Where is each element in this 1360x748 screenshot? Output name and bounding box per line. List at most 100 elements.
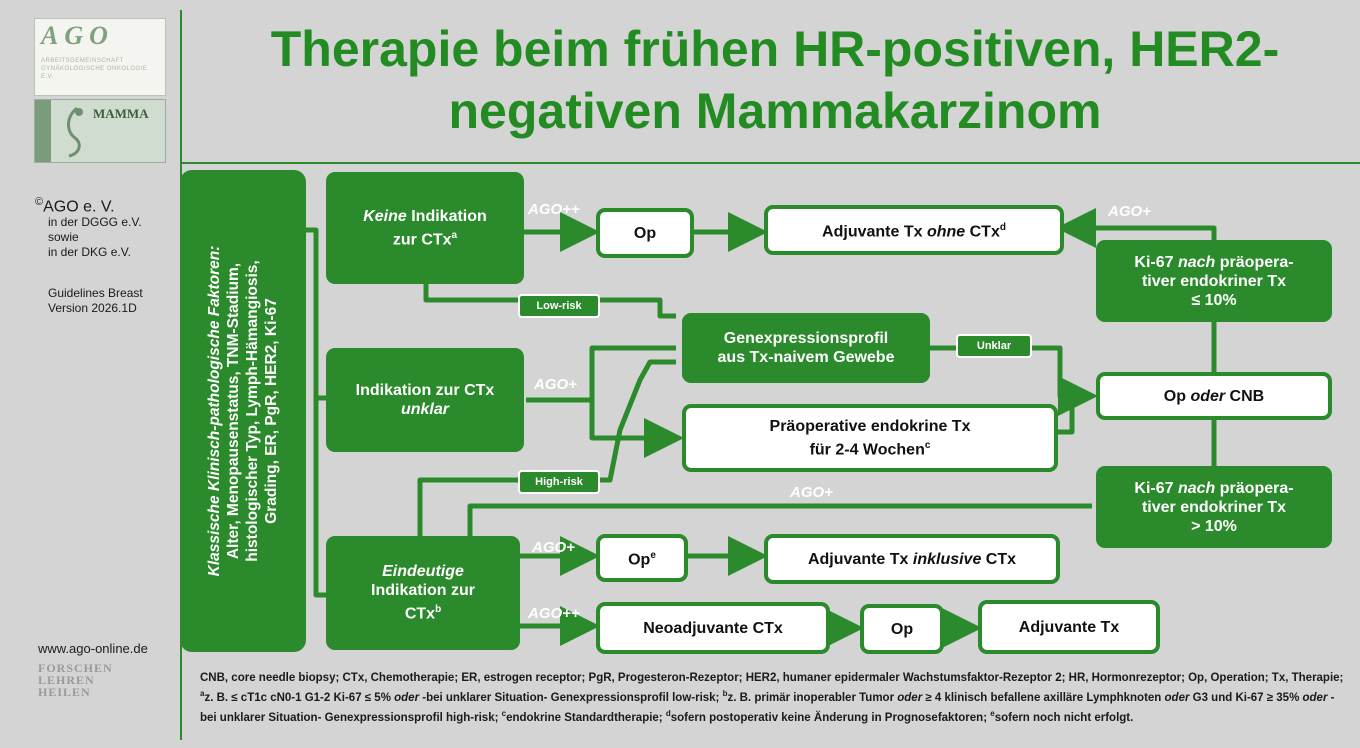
footnote: CNB, core needle biopsy; CTx, Chemothera… [200,671,1350,726]
page-title: Therapie beim frühen HR-positiven, HER2-… [215,18,1335,142]
node-praeoperative-tx: Präoperative endokrine Tx für 2-4 Wochen… [682,404,1058,472]
node-keine-rest: Indikation [406,207,487,225]
node-adj-ohne-ctx: Adjuvante Tx ohne CTxd [764,205,1064,255]
footnote-b2: ≥ 4 klinisch befallene axilläre Lymphkno… [922,691,1165,704]
connector-praeop-opcnb [1058,396,1075,435]
node-keine-indikation: Keine Indikation zur CTxa [326,172,524,284]
op-cnb-b: CNB [1225,387,1265,405]
tag-unklar: Unklar [956,334,1032,358]
node-keine-sup: a [451,229,458,241]
footnote-b: z. B. primär inoperabler Tumor [727,691,898,704]
adj-ohne-b: CTx [965,223,1000,241]
unklar-line1: Indikation zur CTx [355,382,495,399]
node-op-oder-cnb: Op oder CNB [1096,372,1332,420]
guidelines-line: Version 2026.1D [48,301,137,315]
footnote-sup: c [501,708,507,718]
mamma-logo-text: MAMMA [93,106,149,121]
ki-high-em: nach [1177,479,1216,497]
ki-high-a: Ki-67 [1134,479,1178,497]
footnote-oder: oder [897,691,923,704]
ago-label-keine-op: AGO++ [528,201,580,218]
footnote-b3: G3 und Ki-67 ≥ 35% [1189,691,1303,704]
op-cnb-em: oder [1190,387,1226,405]
slogan-line: LEHREN [38,673,95,687]
adj-ohne-sup: d [999,222,1006,234]
node-genexpressionsprofil: Genexpressionsprofil aus Tx-naivem Geweb… [682,313,930,383]
footnote-sup: e [990,708,995,718]
connector-factors-branch [306,227,326,598]
op-cnb-a: Op [1163,387,1191,405]
connector-keine-lowrisk [423,284,676,319]
eind-line2: Indikation zur [371,582,475,600]
op-e-sup: e [650,550,656,562]
footnote-sup: a [200,689,205,698]
ago-label-eind-neo: AGO++ [528,605,580,622]
node-op-3: Op [860,604,944,654]
copyright: ©AGO e. V. in der DGGG e.V. sowie in der… [35,194,142,260]
ago-label-eind-op: AGO+ [532,539,575,556]
footnote-c: endokrine Standardtherapie; [506,711,666,724]
unklar-em: unklar [400,401,449,418]
factors-line: Grading, ER, PgR, HER2, Ki-67 [263,298,280,524]
adj-ohne-em: ohne [926,223,966,241]
factors-line: Alter, Menopausenstatus, TNM-Stadium, [225,262,242,560]
copyright-org: AGO e. V. [43,198,115,216]
node-neoadjuvante-ctx: Neoadjuvante CTx [596,602,830,654]
footnote-sup: d [665,708,671,718]
genex-line1: Genexpressionsprofil [723,330,889,347]
adj-inkl-em: inklusive [912,550,982,568]
ago-label-ki-adj: AGO+ [1108,203,1151,220]
node-indikation-unklar: Indikation zur CTx unklar [326,348,524,452]
adj-ohne-a: Adjuvante Tx [822,223,927,241]
website-link[interactable]: www.ago-online.de [38,641,148,656]
horizontal-divider [180,162,1360,164]
node-eindeutige-indikation: Eindeutige Indikation zur CTxb [326,536,520,650]
factors-line: histologischer Typ, Lymph-Hämangiosis, [244,260,261,562]
footnote-e: sofern noch nicht erfolgt. [994,711,1134,724]
node-op-e: Ope [596,534,688,582]
factors-heading: Klassische Klinisch-pathologische Faktor… [206,245,223,577]
factors-text: Klassische Klinisch-pathologische Faktor… [205,176,281,646]
node-keine-line2: zur CTx [392,231,452,249]
eind-line3: CTx [404,605,436,623]
slogan-line: HEILEN [38,685,91,699]
copyright-symbol: © [35,196,44,208]
node-ki67-high: Ki-67 nach präopera- tiver endokriner Tx… [1096,466,1332,548]
footnote-oder: oder [1164,691,1190,704]
ago-label-unklar: AGO+ [534,376,577,393]
node-keine-em: Keine [363,207,407,225]
ki-high-line3: > 10% [1191,517,1237,535]
tag-low-risk: Low-risk [518,294,600,318]
praeop-sup: c [924,439,931,451]
node-ki67-low: Ki-67 nach präopera- tiver endokriner Tx… [1096,240,1332,322]
ki-low-b: präopera- [1215,253,1294,271]
ago-label-ki-high-back: AGO+ [790,484,833,501]
node-op-1: Op [596,208,694,258]
slogan-logo: FORSCHEN LEHREN HEILEN [38,662,113,698]
node-adj-inklusive-ctx: Adjuvante Tx inklusive CTx [764,534,1060,584]
node-adjuvante-tx: Adjuvante Tx [978,600,1160,654]
praeop-line1: Präoperative endokrine Tx [769,417,971,435]
ki-high-b: präopera- [1215,479,1294,497]
op-e-a: Op [628,551,651,569]
connector-unklar-praeop [589,400,684,458]
mamma-logo: MAMMA [34,99,166,163]
adj-inkl-b: CTx [981,550,1017,568]
title-line-2: negativen Mammakarzinom [448,83,1102,139]
copyright-line: in der DKG e.V. [48,245,131,260]
ago-logo-subtitle: ARBEITSGEMEINSCHAFT GYNÄKOLOGISCHE ONKOL… [41,58,148,80]
footnote-oder: oder [1302,691,1328,704]
mamma-logo-strip [35,100,51,162]
connector-genex-highrisk [417,359,676,536]
slogan-line: FORSCHEN [38,661,113,675]
mamma-figure-icon [67,106,83,158]
title-line-1: Therapie beim frühen HR-positiven, HER2- [270,21,1280,77]
connector-kihigh-back [467,503,1092,536]
footnote-a: z. B. ≤ cT1c cN0-1 G1-2 Ki-67 ≤ 5% [204,691,395,704]
connector-unklar-split [526,345,676,403]
tag-high-risk: High-risk [518,470,600,494]
footnote-oder: oder [394,691,420,704]
copyright-line: sowie [48,230,79,245]
eind-em: Eindeutige [382,563,464,581]
